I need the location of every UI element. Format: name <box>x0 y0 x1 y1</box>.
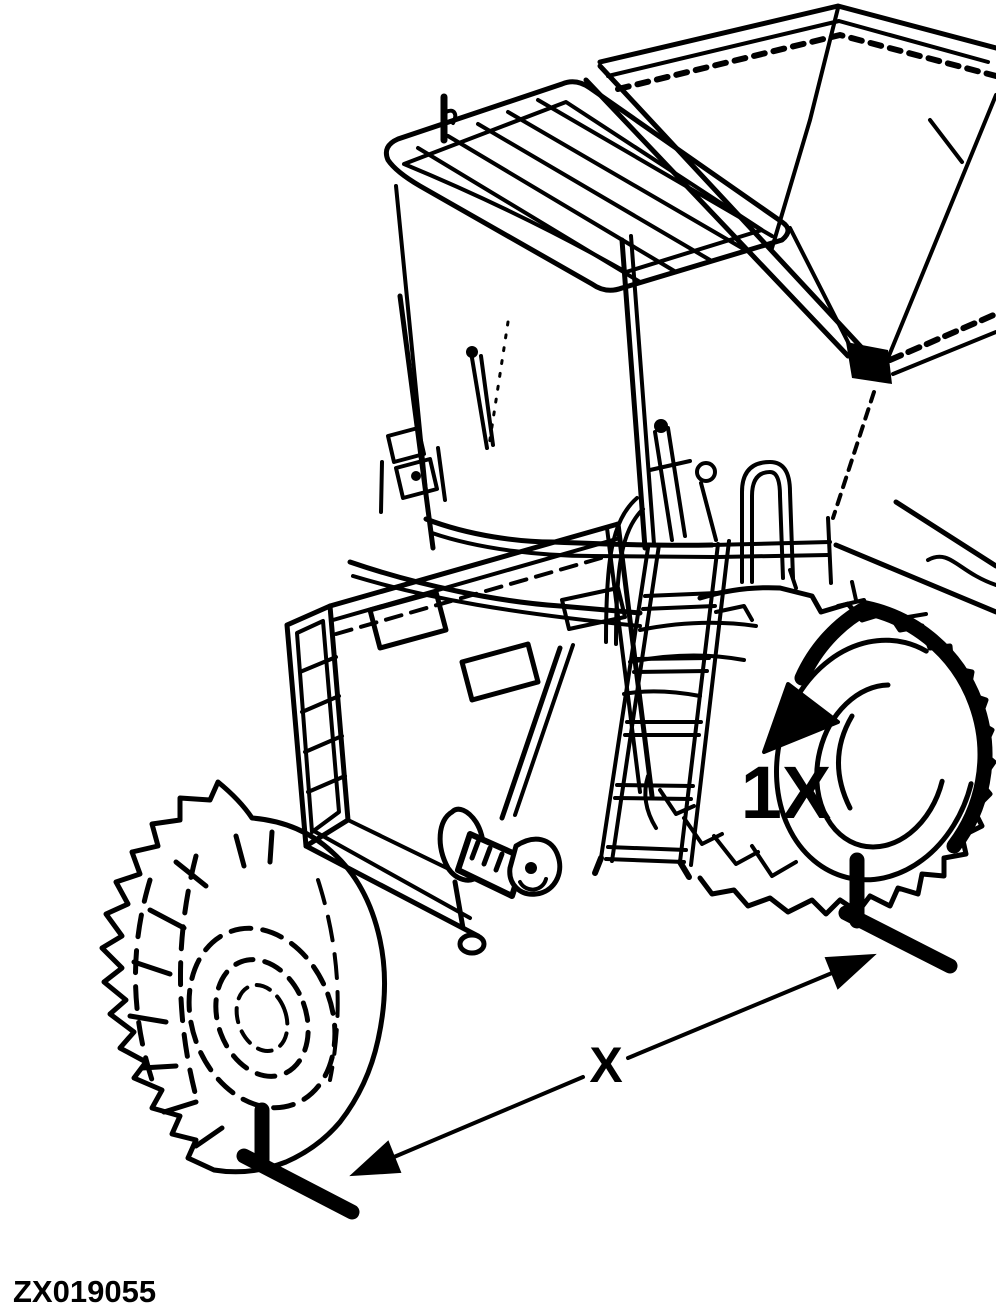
handrail-right <box>740 460 795 584</box>
wheel-hub-dashed <box>186 925 338 1111</box>
ladder <box>592 460 795 880</box>
image-code-label: ZX019055 <box>13 1274 156 1309</box>
cab-roof <box>383 79 791 293</box>
tank-corner-joint <box>846 342 892 384</box>
cab <box>379 184 716 559</box>
feeder-frame <box>284 521 655 939</box>
rotation-arrowhead <box>762 682 840 754</box>
step-bracket <box>560 586 627 631</box>
rotation-arrow-icon <box>762 600 993 854</box>
removed-wheel <box>99 779 388 1175</box>
frame-opening-1 <box>367 589 449 651</box>
distance-label: X <box>589 1037 622 1093</box>
ground-mark-left <box>236 1102 360 1220</box>
rotation-count-label: 1X <box>741 751 832 834</box>
engine-deck <box>347 419 832 631</box>
handrail-left <box>604 496 639 644</box>
dimension-arrowhead-left <box>349 1140 402 1177</box>
hydraulic-cylinder <box>653 430 674 542</box>
dimension-arrow-icon <box>349 953 877 1177</box>
wiper <box>470 356 489 450</box>
axle-hub <box>437 806 563 956</box>
ladder-steps <box>604 591 719 864</box>
dimension-arrowhead-right <box>824 953 877 990</box>
ground-mark-right <box>838 852 958 974</box>
grain-tank <box>583 3 996 615</box>
frame-opening-2 <box>459 641 541 703</box>
